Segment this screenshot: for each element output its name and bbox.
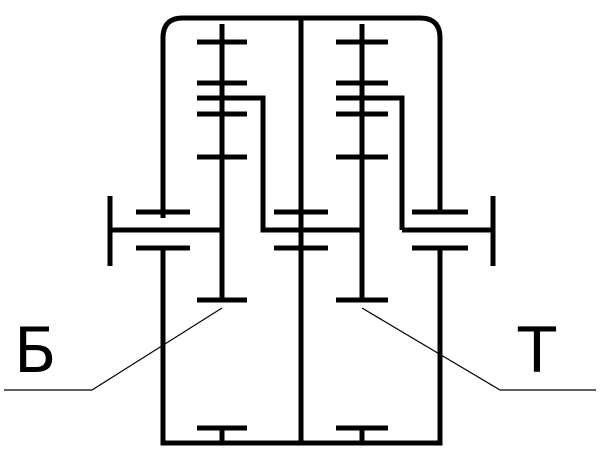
bearing-left-wall <box>136 209 190 251</box>
linkage-right <box>336 95 405 230</box>
label-b: Б <box>14 314 57 387</box>
leader-line-b <box>4 307 223 391</box>
bearing-center <box>274 209 328 251</box>
bearing-right-wall <box>412 209 468 251</box>
leader-line-t <box>361 307 596 391</box>
gear-t-marks <box>336 39 388 431</box>
linkage-left <box>197 95 362 233</box>
label-t: Т <box>517 314 557 387</box>
